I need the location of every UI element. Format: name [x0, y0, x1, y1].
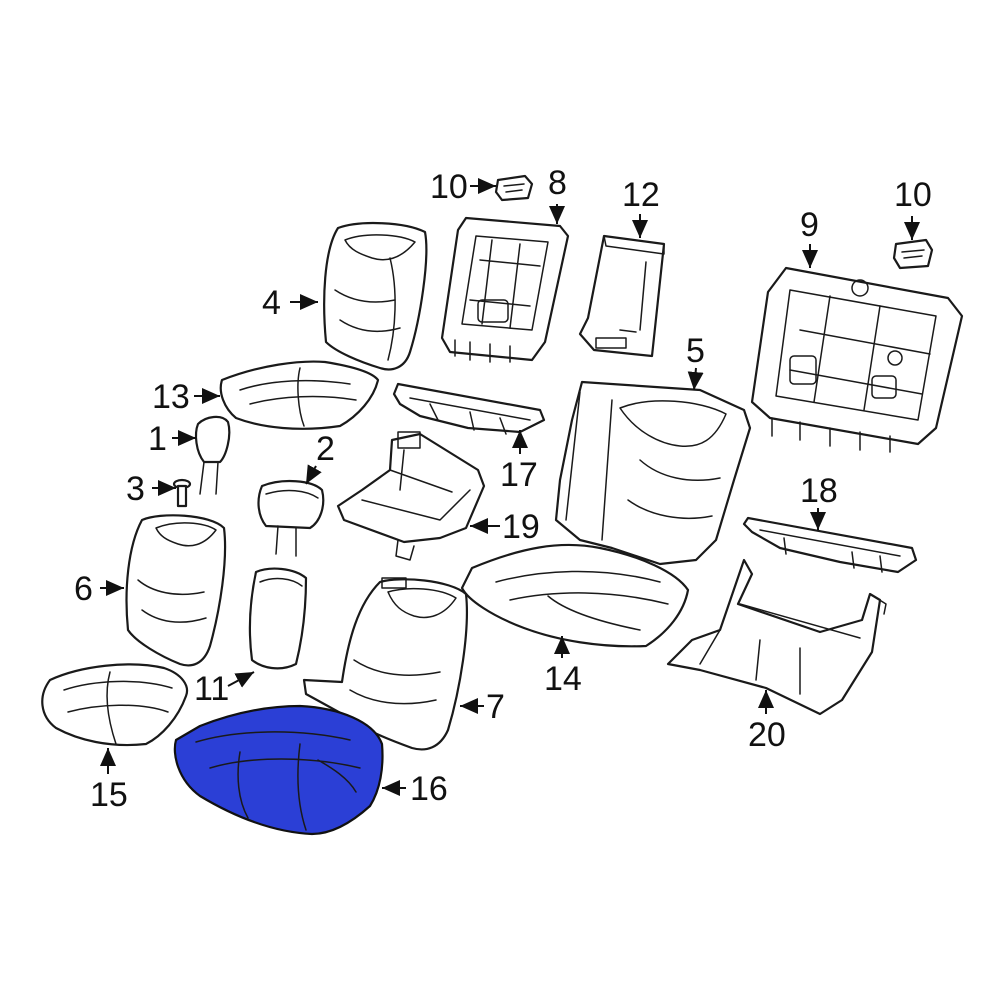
- callout-9: 9: [800, 206, 819, 244]
- part-20-seat-frame-large[interactable]: [666, 558, 887, 716]
- part-13-seat-cushion-small[interactable]: [219, 360, 380, 430]
- callout-19: 19: [502, 508, 540, 546]
- callout-8: 8: [548, 164, 567, 202]
- callout-5: 5: [686, 332, 705, 370]
- callout-17: 17: [500, 456, 538, 494]
- callout-11: 11: [194, 670, 229, 708]
- part-3-bolt[interactable]: [172, 478, 192, 508]
- part-10-clip-left[interactable]: [494, 174, 534, 202]
- part-10-clip-right[interactable]: [892, 238, 934, 270]
- part-1-headrest-small[interactable]: [194, 415, 231, 495]
- part-18-bracket[interactable]: [742, 516, 918, 574]
- callout-1: 1: [148, 420, 167, 458]
- part-2-headrest[interactable]: [257, 479, 325, 557]
- callout-labels: 10 8 12 9 10 4 5 13 1 17 2 3 18 19 6 14 …: [74, 164, 932, 814]
- callout-2: 2: [316, 430, 335, 468]
- callout-7: 7: [486, 688, 505, 726]
- part-5-seat-back-large[interactable]: [554, 380, 752, 566]
- leader-arrows: [100, 178, 920, 796]
- callout-18: 18: [800, 472, 838, 510]
- part-4-seat-back-small[interactable]: [323, 221, 428, 371]
- part-19-seat-frame-small[interactable]: [336, 431, 486, 561]
- part-12-back-panel[interactable]: [578, 234, 666, 358]
- part-6-seat-back-left[interactable]: [125, 514, 227, 667]
- part-7-seat-back-right[interactable]: [302, 577, 468, 751]
- callout-3: 3: [126, 470, 145, 508]
- leader-2: [305, 464, 322, 485]
- part-16-seat-cushion-highlighted[interactable]: [173, 704, 384, 836]
- part-17-bracket[interactable]: [392, 382, 546, 435]
- part-8-seat-back-frame-small[interactable]: [440, 216, 570, 363]
- callout-10-right: 10: [894, 176, 932, 214]
- callout-10-left: 10: [430, 168, 468, 206]
- part-9-seat-back-frame-large[interactable]: [750, 266, 964, 453]
- callout-16: 16: [410, 770, 448, 808]
- part-14-seat-cushion-large[interactable]: [460, 543, 690, 648]
- part-11-armrest[interactable]: [248, 567, 308, 670]
- part-15-seat-cushion-left[interactable]: [41, 663, 189, 747]
- callout-6: 6: [74, 570, 93, 608]
- leader-5: [687, 367, 704, 391]
- callout-14: 14: [544, 660, 582, 698]
- leader-11: [227, 671, 255, 688]
- callout-20: 20: [748, 716, 786, 754]
- callout-15: 15: [90, 776, 128, 814]
- callout-12: 12: [622, 176, 660, 214]
- callout-4: 4: [262, 284, 281, 322]
- callout-13: 13: [152, 378, 190, 416]
